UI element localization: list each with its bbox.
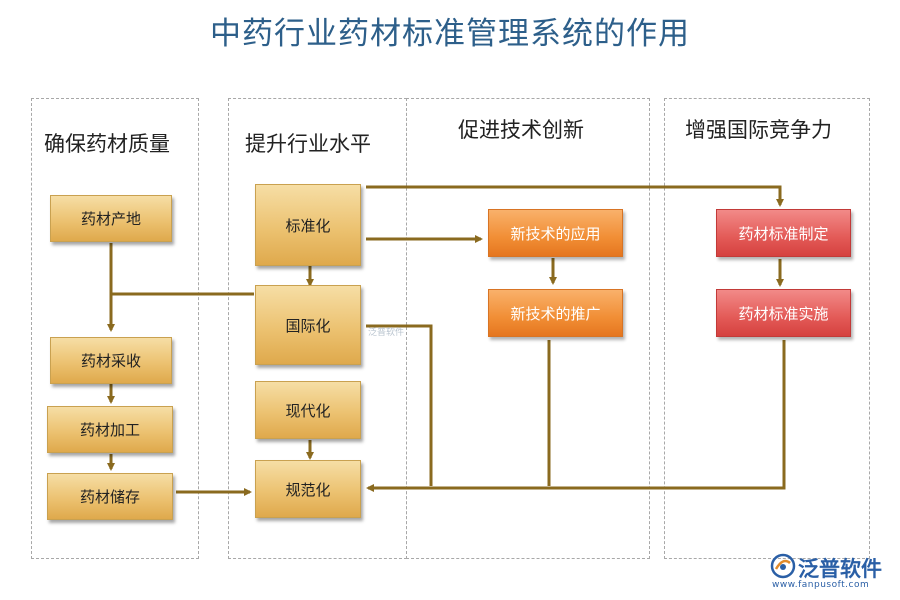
box-new-tech-application: 新技术的应用: [488, 209, 623, 257]
box-new-tech-promotion: 新技术的推广: [488, 289, 623, 337]
line-international-to-bottom: [366, 324, 433, 486]
column-title-intl: 增强国际竞争力: [685, 118, 832, 142]
box-standard-formulation: 药材标准制定: [716, 209, 851, 257]
box-modernization: 现代化: [255, 381, 361, 439]
box-herb-origin: 药材产地: [50, 195, 172, 242]
fanpu-logo-icon: [770, 553, 796, 579]
box-standard-implementation: 药材标准实施: [716, 289, 851, 337]
box-internationalization: 国际化: [255, 285, 361, 365]
column-intl: [664, 98, 870, 559]
column-tech: [406, 98, 650, 559]
column-title-quality: 确保药材质量: [44, 132, 170, 156]
watermark: 泛普软件: [368, 328, 405, 338]
box-herb-harvest: 药材采收: [50, 337, 172, 384]
page-title: 中药行业药材标准管理系统的作用: [210, 16, 690, 52]
box-herb-processing: 药材加工: [47, 406, 173, 453]
arrow-implementation-to-normalization: [366, 340, 786, 492]
box-herb-storage: 药材储存: [47, 473, 173, 520]
arrow-standardization-to-intl: [366, 185, 784, 207]
logo-url: www.fanpusoft.com: [772, 580, 870, 590]
column-title-industry: 提升行业水平: [245, 132, 371, 156]
box-normalization: 规范化: [255, 460, 361, 518]
box-standardization: 标准化: [255, 184, 361, 266]
column-quality: [31, 98, 199, 559]
logo-name: 泛普软件: [798, 557, 882, 581]
column-title-tech: 促进技术创新: [458, 118, 584, 142]
